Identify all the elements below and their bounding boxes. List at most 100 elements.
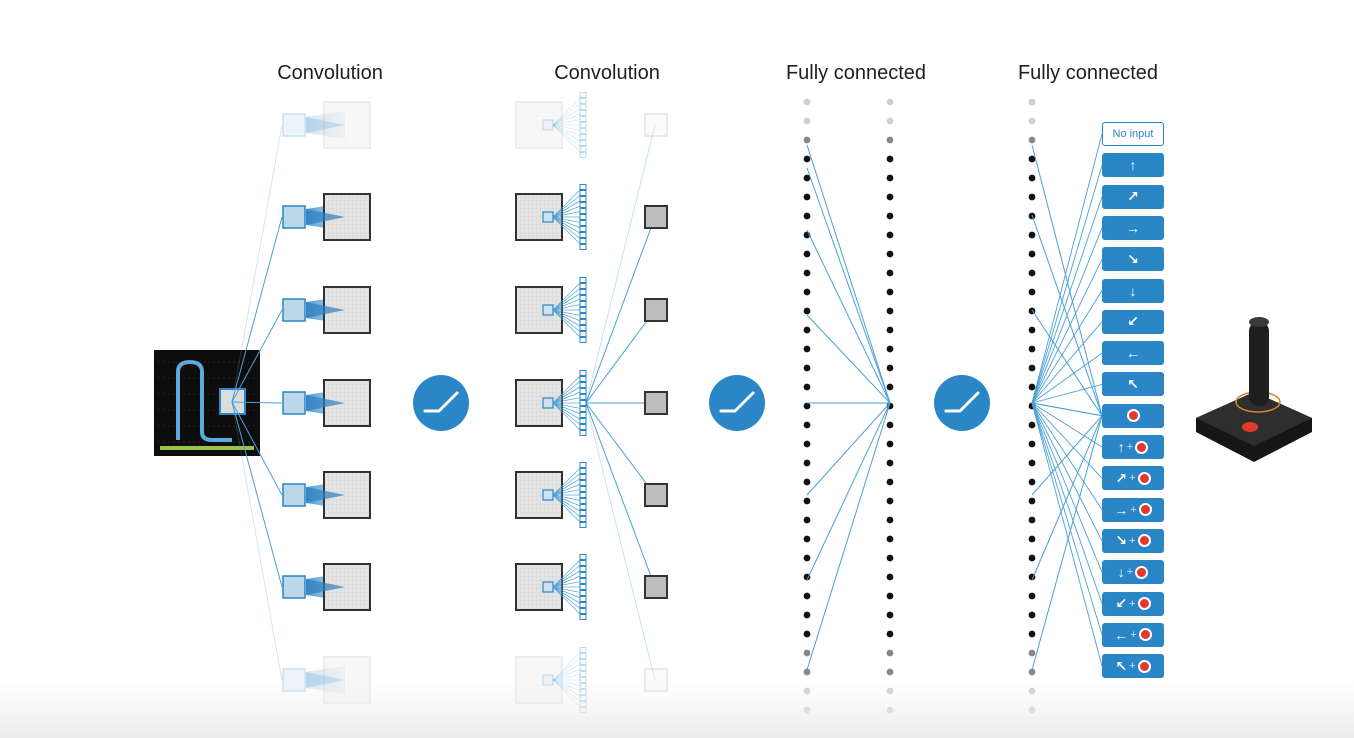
kernel-line (552, 586, 584, 612)
fire-button-icon (1138, 503, 1152, 517)
fc-node (1028, 497, 1036, 505)
kernel-line (552, 402, 584, 416)
fc-to-action-line (1031, 402, 1103, 635)
kernel-line (552, 100, 584, 126)
fc-node (1028, 668, 1036, 676)
kernel-unit (579, 244, 587, 250)
input-game-screen (154, 350, 260, 456)
fc-node (803, 155, 811, 163)
joystick-fire-button (1242, 422, 1258, 432)
screen-ground (160, 446, 254, 450)
kernel-unit (579, 226, 587, 232)
fc-connection (806, 402, 891, 496)
conv-filter (282, 668, 306, 692)
fc-node (886, 478, 894, 486)
fc-node (803, 345, 811, 353)
kernel-unit (579, 510, 587, 516)
fc-lines-1 (806, 144, 891, 671)
arrow-icon: ↘ (1127, 250, 1139, 267)
kernel-line (552, 494, 584, 514)
arrow-icon: ↑ (1129, 157, 1137, 174)
plus-sign: + (1129, 597, 1136, 610)
kernel-line (552, 216, 584, 236)
kernel-line (552, 309, 584, 317)
kernel-line (552, 309, 584, 341)
fc-node (803, 687, 811, 695)
kernel-line (552, 124, 584, 150)
fc-node (886, 383, 894, 391)
fc-node (1028, 440, 1036, 448)
fc-node (886, 288, 894, 296)
kernel-window (542, 581, 554, 593)
fc-node (803, 497, 811, 505)
arrow-icon: ↓ (1117, 564, 1125, 581)
fc-node (803, 649, 811, 657)
conv-filter (282, 575, 306, 599)
action-fire (1102, 403, 1164, 428)
kernel-unit (579, 418, 587, 424)
kernel-unit (579, 152, 587, 158)
kernel-line (552, 574, 584, 588)
plus-sign: + (1129, 660, 1136, 673)
kernel-line (552, 309, 584, 329)
fc-node (1028, 231, 1036, 239)
fc-node (803, 554, 811, 562)
fc-node (803, 630, 811, 638)
fc-node (886, 155, 894, 163)
input-to-filter-line (231, 124, 283, 403)
fc-node (803, 269, 811, 277)
fc-node (886, 611, 894, 619)
kernel-line (552, 396, 584, 404)
fc-node (886, 98, 894, 106)
filter-beam-core (306, 487, 345, 503)
fc-node (886, 440, 894, 448)
kernel-unit (579, 92, 587, 98)
kernel-unit (579, 220, 587, 226)
kernel-unit (579, 196, 587, 202)
kernel-unit (579, 498, 587, 504)
feature-map-small (644, 298, 668, 322)
fc-node (1028, 535, 1036, 543)
kernel-line (552, 285, 584, 311)
kernel-unit (579, 134, 587, 140)
kernel-unit (579, 313, 587, 319)
kernel-line (552, 94, 584, 126)
kernel-unit (579, 388, 587, 394)
fc-node (1028, 592, 1036, 600)
kernel-line (552, 112, 584, 126)
kernel-unit (579, 128, 587, 134)
kernel-line (552, 586, 584, 600)
action-down-right-fire: ↘+ (1102, 528, 1164, 553)
kernel-unit (579, 277, 587, 283)
filter-beam-core (306, 395, 345, 411)
arrow-icon: ← (1126, 345, 1140, 362)
kernel-line (552, 384, 584, 404)
kernel-unit (579, 325, 587, 331)
kernel-unit (579, 208, 587, 214)
col-to-map-line (585, 124, 656, 404)
conv-layer-1 (231, 101, 371, 704)
kernel-unit (579, 468, 587, 474)
kernel-unit (579, 474, 587, 480)
feature-map-small (644, 668, 668, 692)
kernel-unit (579, 701, 587, 707)
fc-node (886, 421, 894, 429)
fc-node (886, 668, 894, 676)
relu-curve (944, 391, 980, 413)
fc-node (886, 345, 894, 353)
kernel-line (552, 494, 584, 502)
kernel-line (552, 649, 584, 681)
feature-map-small (644, 575, 668, 599)
fc-to-action-line (1031, 259, 1103, 404)
fc-node (1028, 364, 1036, 372)
fire-button-icon (1137, 659, 1151, 673)
kernel-line (552, 106, 584, 126)
col-to-map-line (585, 309, 656, 404)
kernel-unit (579, 376, 587, 382)
fc-node (1028, 98, 1036, 106)
fc-node (886, 459, 894, 467)
kernel-unit (579, 370, 587, 376)
fc-node (1028, 649, 1036, 657)
fire-button-icon (1137, 534, 1151, 548)
filter-beam-core (306, 209, 345, 225)
